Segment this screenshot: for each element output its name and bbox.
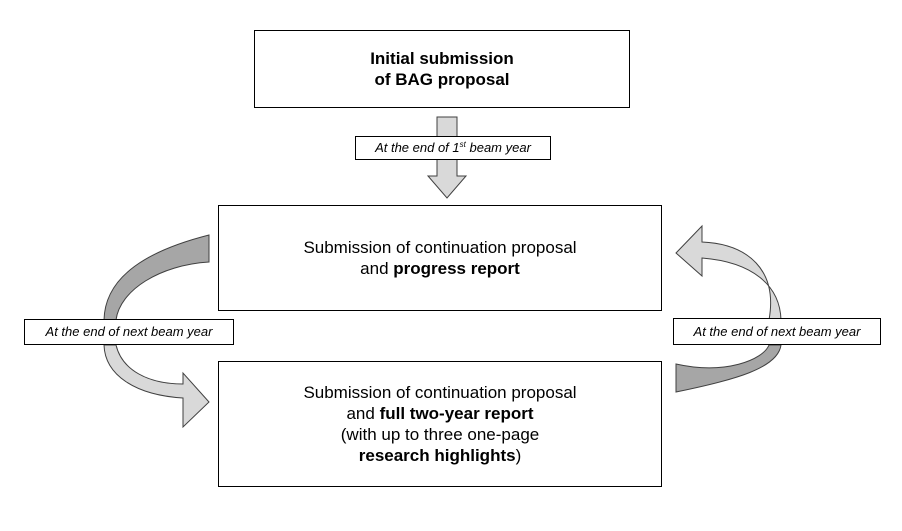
first-beam-year-prefix: At the end of 1 [375, 140, 460, 155]
continuation-progress-line1: Submission of continuation proposal [303, 238, 577, 257]
initial-submission-line1: Initial submission [370, 49, 514, 68]
first-beam-year-sup: st [459, 140, 466, 149]
left-curve-arrow-upper-icon [103, 234, 210, 321]
continuation-progress-line2-prefix: and [360, 259, 394, 278]
right-curve-arrow-upper-icon [675, 224, 782, 321]
continuation-progress-line2-bold: progress report [393, 259, 520, 278]
continuation-full-line4-bold: research highlights [358, 446, 516, 465]
next-beam-year-label-left: At the end of next beam year [24, 319, 234, 345]
continuation-progress-box: Submission of continuation proposal and … [218, 205, 662, 311]
first-beam-year-suffix: beam year [465, 140, 531, 155]
continuation-full-line4-suffix: ) [515, 446, 522, 465]
first-beam-year-label: At the end of 1st beam year [355, 136, 551, 160]
right-curve-arrow-lower-icon [675, 344, 782, 393]
continuation-full-report-box: Submission of continuation proposal and … [218, 361, 662, 487]
continuation-full-line1: Submission of continuation proposal [303, 383, 577, 402]
initial-submission-box: Initial submission of BAG proposal [254, 30, 630, 108]
continuation-full-line3: (with up to three one-page [340, 425, 540, 444]
continuation-full-line2-bold: full two-year report [379, 404, 534, 423]
continuation-full-line4: research highlights) [359, 445, 522, 466]
left-curve-arrow-lower-icon [103, 344, 210, 429]
next-beam-year-label-right: At the end of next beam year [673, 318, 881, 345]
initial-submission-line2: of BAG proposal [374, 70, 510, 89]
continuation-full-line2-prefix: and [346, 404, 380, 423]
continuation-full-line2: and full two-year report [346, 403, 533, 424]
continuation-progress-line2: and progress report [360, 258, 520, 279]
